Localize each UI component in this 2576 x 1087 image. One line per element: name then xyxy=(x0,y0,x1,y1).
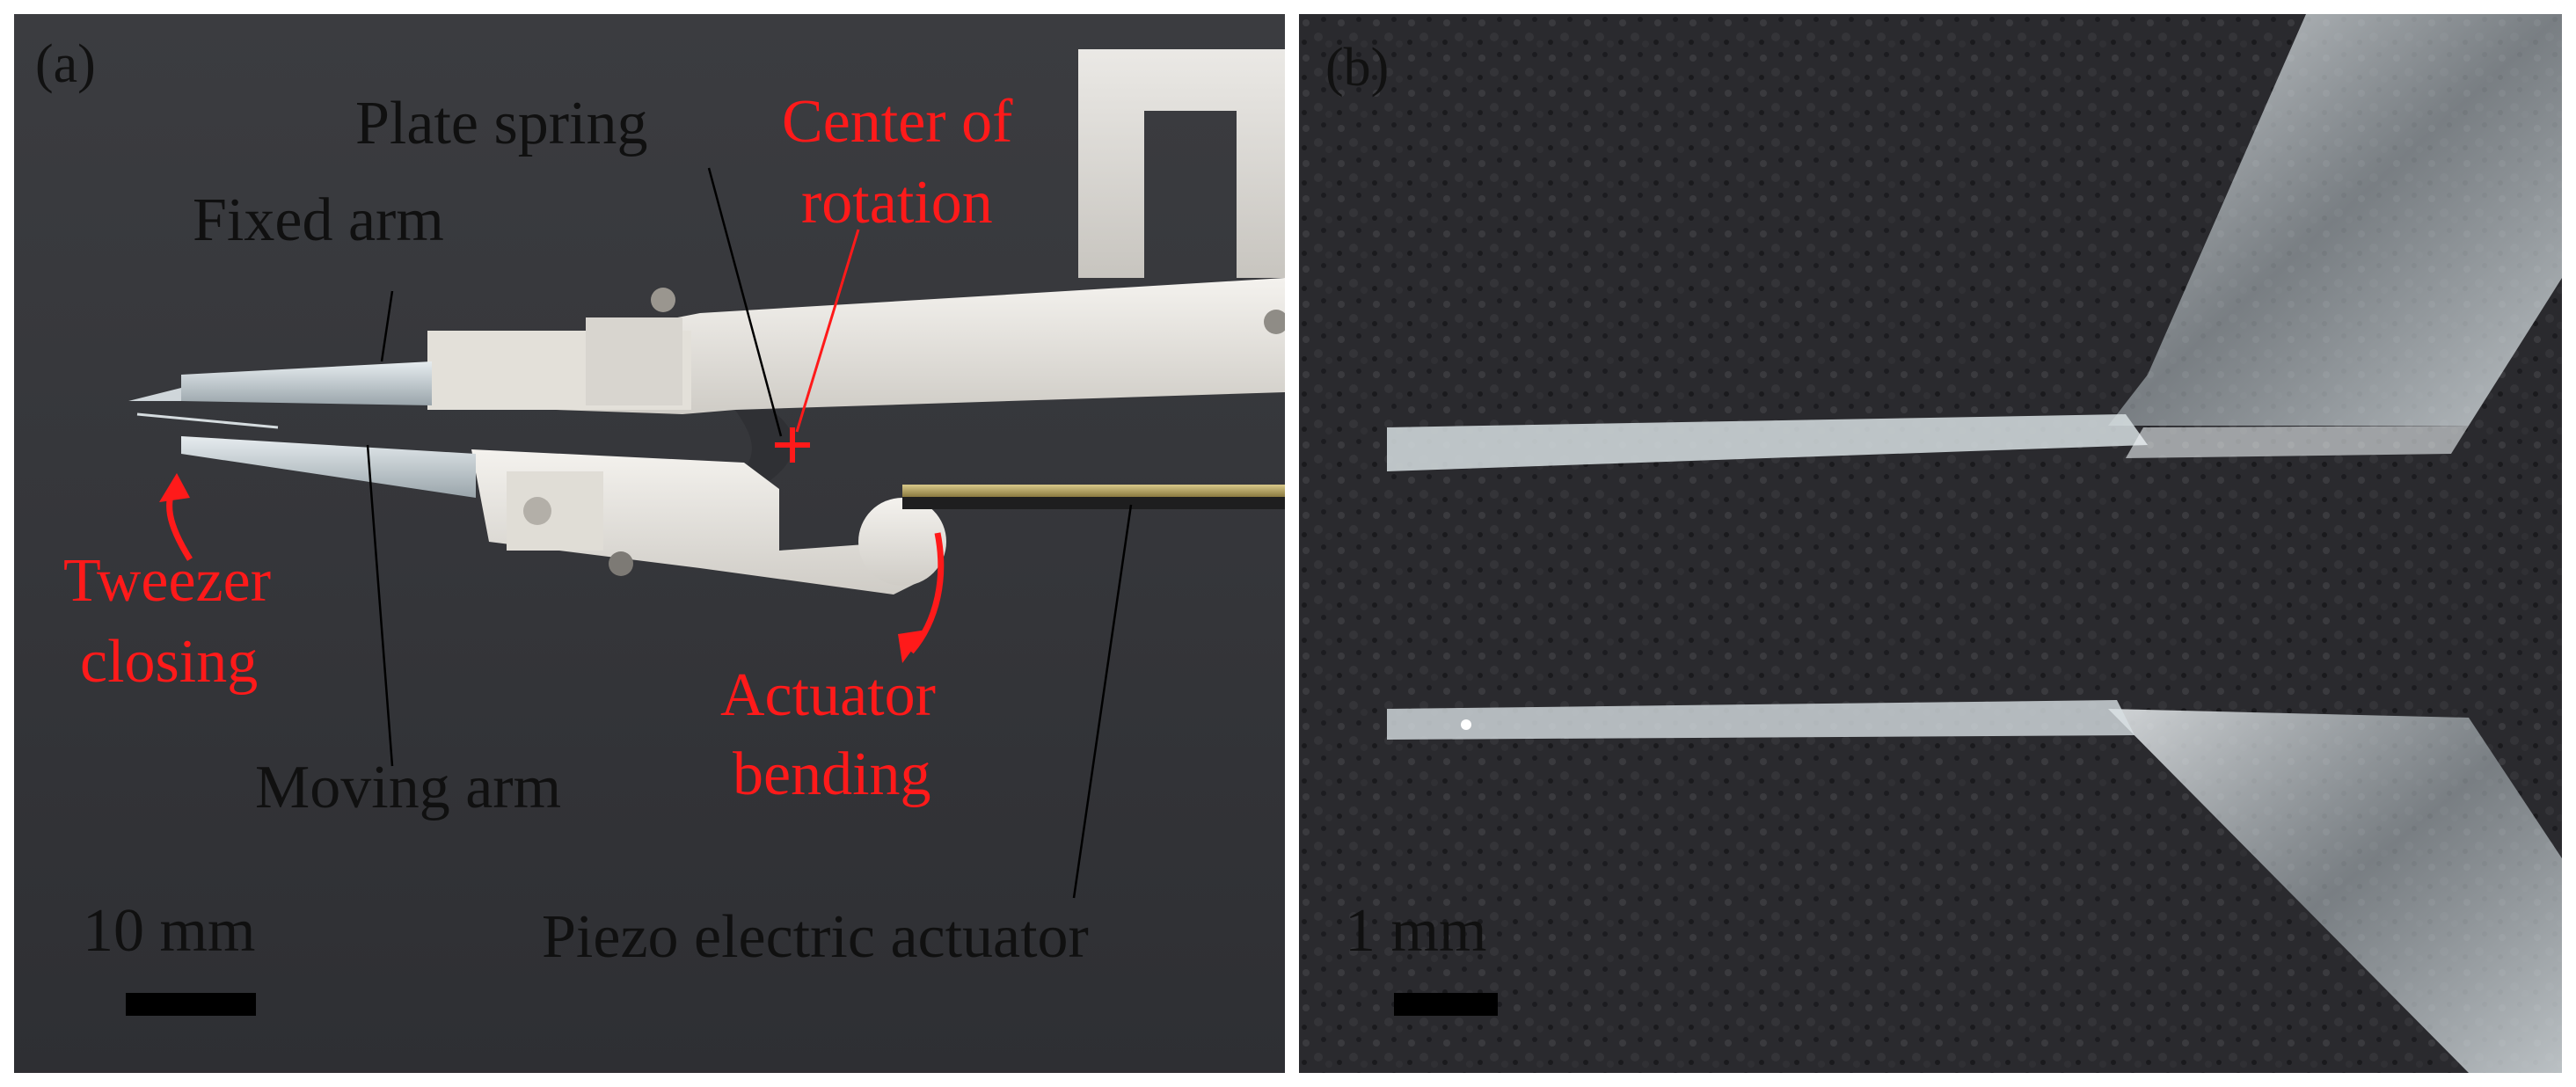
panel-b-label: (b) xyxy=(1325,38,1390,98)
actuator-bending-label-line2: bending xyxy=(733,740,931,808)
fixed-arm-label: Fixed arm xyxy=(193,186,444,254)
scale-bar-a xyxy=(126,993,256,1016)
tweezer-closing-label-line1: Tweezer xyxy=(63,547,272,615)
moving-arm-label: Moving arm xyxy=(255,754,562,821)
center-of-rotation-label-line2: rotation xyxy=(801,169,993,237)
scale-bar-b xyxy=(1394,993,1498,1016)
glass-tips-micrograph xyxy=(1299,14,2562,1073)
center-of-rotation-label-line1: Center of xyxy=(782,88,1013,156)
panel-b-photo: (b) 1 mm xyxy=(1299,14,2562,1073)
plate-spring-label: Plate spring xyxy=(355,90,648,157)
piezo-actuator-label: Piezo electric actuator xyxy=(542,903,1089,971)
scale-bar-label-a: 10 mm xyxy=(83,897,256,965)
panel-a-label: (a) xyxy=(35,34,96,94)
actuator-bending-label-line1: Actuator xyxy=(720,661,936,729)
tweezer-closing-label-line2: closing xyxy=(80,628,259,696)
scale-bar-label-b: 1 mm xyxy=(1345,897,1487,965)
panel-a-photo: (a) Plate spring Center of rotation Fixe… xyxy=(14,14,1285,1073)
tweezer-device-photo xyxy=(128,49,1285,899)
